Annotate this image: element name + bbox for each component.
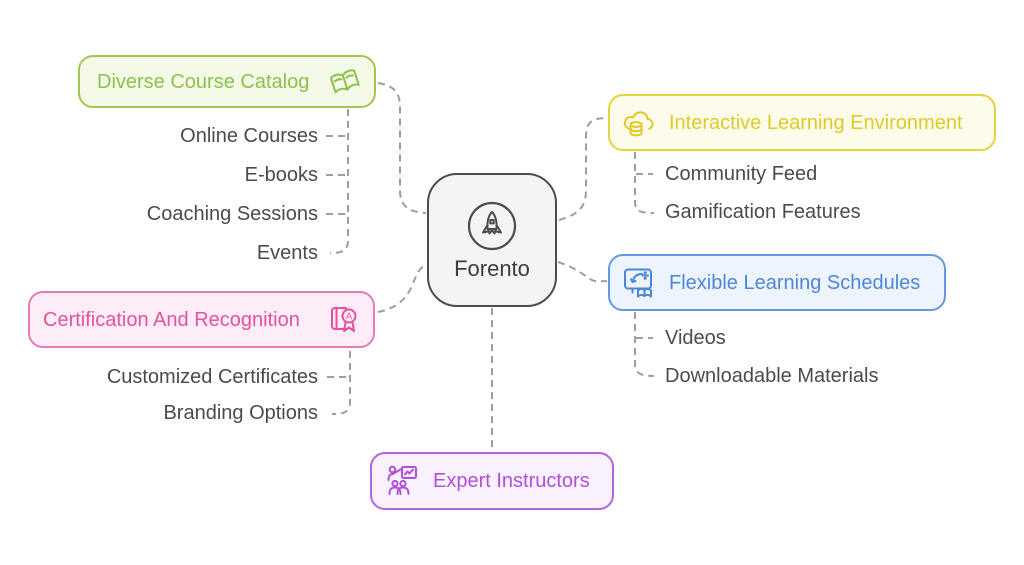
cloud-database-icon [623, 110, 654, 136]
branch-label: Diverse Course Catalog [97, 70, 310, 93]
branch-label: Interactive Learning Environment [669, 111, 963, 134]
branch-expert-instructors: Expert Instructors [370, 452, 614, 510]
child-coaching-sessions: Coaching Sessions [146, 203, 318, 225]
branch-label: Expert Instructors [433, 470, 590, 492]
branch-flexible-learning-schedules: Flexible Learning Schedules [608, 254, 946, 311]
child-customized-certificates: Customized Certificates [106, 366, 318, 388]
child-e-books: E-books [244, 164, 318, 186]
child-videos: Videos [665, 327, 726, 349]
child-online-courses: Online Courses [180, 125, 318, 147]
child-gamification-features: Gamification Features [665, 201, 861, 223]
open-book-icon [329, 68, 360, 93]
certificate-badge-icon: A [331, 306, 357, 332]
screen-learning-icon [624, 268, 652, 297]
edge-certification-children [331, 351, 351, 415]
branch-label: Flexible Learning Schedules [669, 271, 921, 294]
branch-certification-and-recognition: Certification And Recognition A [28, 291, 375, 348]
child-branding-options: Branding Options [163, 402, 318, 424]
edge-certification-center [377, 263, 428, 313]
branch-label: Certification And Recognition [43, 308, 300, 331]
branch-interactive-learning-environment: Interactive Learning Environment [608, 94, 996, 151]
edge-center-interactive [558, 117, 608, 221]
rocket-icon [467, 201, 517, 251]
svg-text:A: A [346, 311, 352, 321]
child-community-feed: Community Feed [665, 163, 818, 185]
edge-interactive-children [634, 152, 655, 214]
branch-diverse-course-catalog: Diverse Course Catalog [78, 55, 376, 108]
edge-catalog-children [329, 109, 349, 254]
child-downloadable-materials: Downloadable Materials [665, 365, 879, 387]
edge-catalog-center [377, 82, 427, 214]
center-node-forento: Forento [427, 173, 557, 307]
child-events: Events [256, 242, 318, 264]
edge-center-flexible [557, 261, 608, 283]
center-label: Forento [454, 256, 530, 281]
instructor-presentation-icon [387, 465, 417, 495]
edge-flexible-children [634, 312, 655, 377]
